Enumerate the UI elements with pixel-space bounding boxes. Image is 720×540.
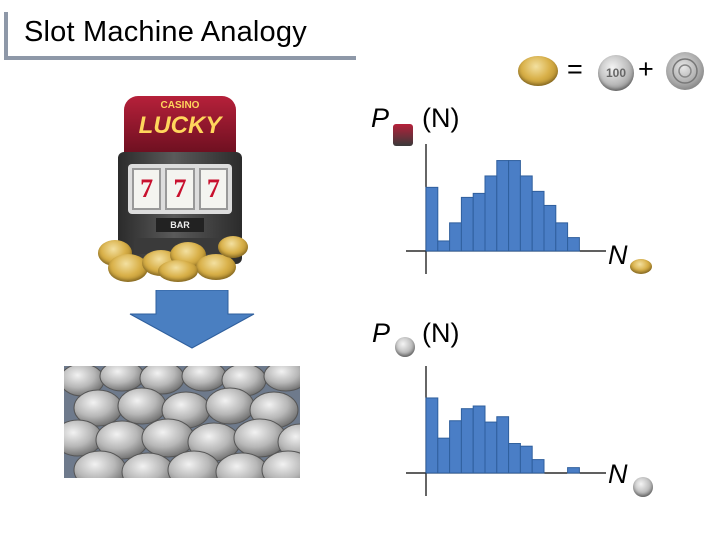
chart2-bar xyxy=(496,416,510,474)
chart2-bar xyxy=(425,397,439,474)
chart2-bar xyxy=(508,443,521,474)
slot-reel: 7 xyxy=(198,168,228,210)
chart2-bar xyxy=(449,420,462,474)
decorated-silver-coin-icon xyxy=(666,52,704,90)
page-title: Slot Machine Analogy xyxy=(24,16,307,48)
coin-value-label: 100 xyxy=(605,66,627,80)
plus-sign: + xyxy=(638,54,654,84)
chart1-bar xyxy=(425,186,439,252)
chart1-bar xyxy=(543,204,557,252)
gold-coin-icon xyxy=(158,260,198,282)
100-yen-coin-icon xyxy=(633,477,653,497)
chart2-bar xyxy=(472,405,486,474)
arrow-shape xyxy=(129,290,255,349)
marquee-top-text: CASINO xyxy=(160,100,200,111)
slot-reel-window: 7 7 7 xyxy=(128,164,232,214)
gold-coin-icon xyxy=(108,254,148,282)
chart1-bar xyxy=(449,222,462,252)
gold-coin-icon xyxy=(518,56,558,86)
slot-machine-image: CASINO LUCKY 7 7 7 BAR xyxy=(98,90,258,282)
chart2-bar xyxy=(484,421,498,474)
chart2-bar xyxy=(531,459,545,474)
chart1-bar xyxy=(567,237,580,252)
chart1-bars xyxy=(425,160,580,252)
100-yen-coin-icon: 100 xyxy=(598,55,634,91)
chart1-xlabel: N xyxy=(608,240,628,270)
slot-bar-plate: BAR xyxy=(156,218,204,232)
chart2-bars xyxy=(425,397,580,474)
title-frame: Slot Machine Analogy xyxy=(4,10,356,60)
chart1-ylabel-p: P xyxy=(371,103,390,133)
marquee-main-text: LUCKY xyxy=(138,112,222,139)
chart1-bar xyxy=(496,160,510,252)
chart2-svg xyxy=(406,366,606,496)
title-underline xyxy=(4,56,356,60)
chart2-bar xyxy=(460,408,474,474)
chart1-bar xyxy=(531,190,545,252)
slot-reel: 7 xyxy=(132,168,162,210)
title-vertical-rule xyxy=(4,12,8,58)
chart1-bar xyxy=(472,192,486,252)
gold-coin-icon xyxy=(630,259,652,274)
100-yen-coin-icon xyxy=(395,337,415,357)
chart2-ylabel-p: P xyxy=(372,318,391,348)
chart2-ylabel-arg: (N) xyxy=(422,318,460,348)
chart2-xlabel: N xyxy=(608,459,628,489)
chart1-ylabel-arg: (N) xyxy=(422,103,460,133)
coin-pile-drawing xyxy=(64,366,300,478)
down-arrow-icon xyxy=(129,290,255,349)
chart1-bar xyxy=(555,222,569,252)
coin-flower-engraving xyxy=(672,58,698,84)
chart1-bar xyxy=(460,196,474,252)
chart1-bar xyxy=(484,175,498,252)
chart1-bar xyxy=(437,240,451,252)
chart2-bar xyxy=(437,437,451,474)
chart2-bar xyxy=(567,467,580,474)
slot-reel: 7 xyxy=(165,168,195,210)
chart2-bar xyxy=(519,445,533,474)
equals-sign: = xyxy=(567,54,583,84)
slot-machine-icon xyxy=(393,124,413,146)
silver-coin-pile-image xyxy=(64,366,300,478)
chart1-bar xyxy=(519,175,533,252)
slot-marquee: CASINO LUCKY xyxy=(124,96,236,156)
chart1-svg xyxy=(406,144,606,274)
gold-coin-icon xyxy=(196,254,236,280)
chart1-bar xyxy=(508,160,521,252)
gold-coin-icon xyxy=(218,236,248,258)
